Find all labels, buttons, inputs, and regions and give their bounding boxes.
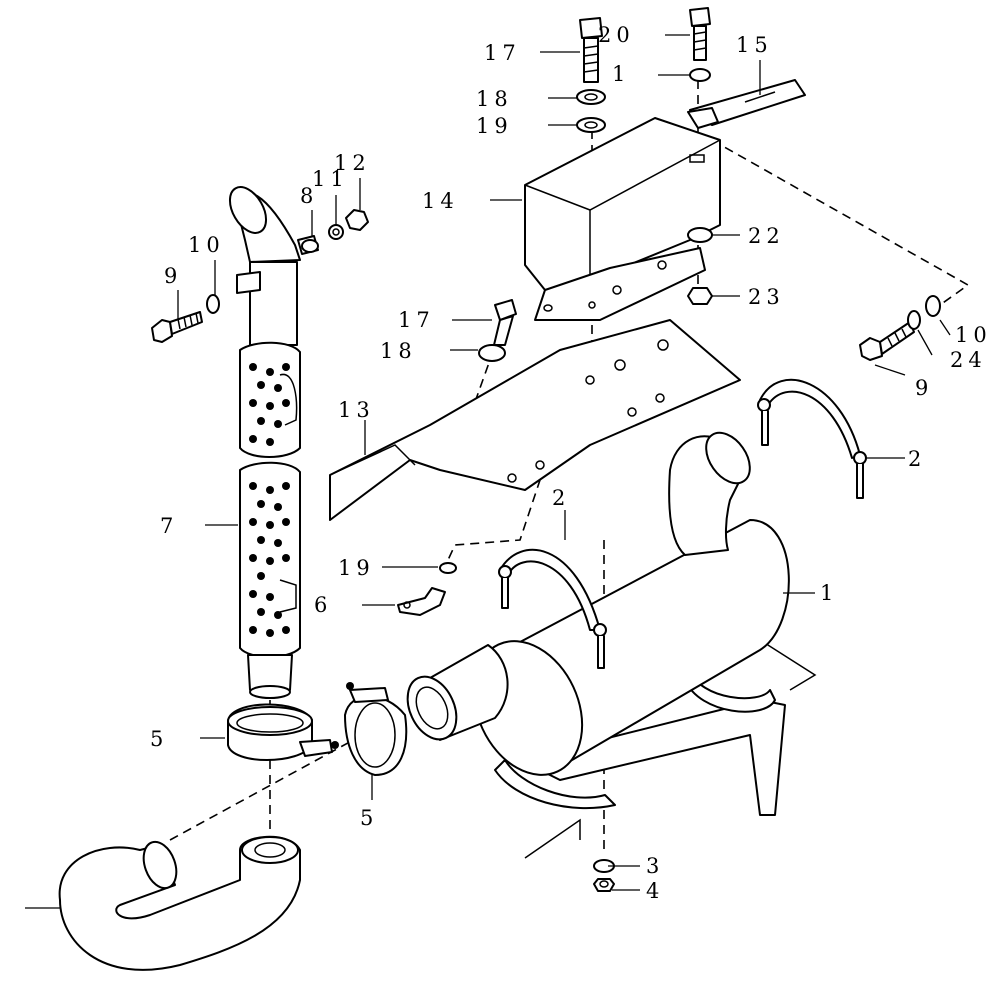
bolt-20 [689, 7, 711, 61]
clamp-lower-left [227, 703, 339, 761]
washer-22 [687, 227, 713, 243]
washer-10-right [925, 295, 941, 317]
muffler-strap-front [498, 548, 607, 669]
washer-18-top [576, 89, 606, 105]
leader-lines [25, 34, 951, 909]
label-2-rear: 2 [908, 447, 926, 471]
label-14: 14 [422, 189, 459, 213]
label-19-top: 19 [476, 114, 513, 138]
bracket-15 [687, 79, 806, 129]
label-12: 12 [334, 151, 371, 175]
bolt-17-top [579, 17, 603, 83]
washer-19-top [576, 117, 606, 133]
label-18-top: 18 [476, 87, 513, 111]
nut-23 [687, 287, 713, 305]
small-fasteners [151, 209, 369, 343]
washer-21 [689, 68, 711, 82]
muffler-strap-rear [757, 378, 867, 499]
bolt-17-lower [493, 299, 517, 346]
label-5-left: 5 [150, 727, 168, 751]
label-15: 15 [736, 33, 773, 57]
tail-pipe-guard [228, 186, 301, 699]
clamp-middle [344, 682, 408, 776]
exhaust-bend-pipe [58, 835, 301, 971]
washer-24 [907, 310, 921, 330]
label-17-lower: 17 [398, 308, 435, 332]
label-5-bottom: 5 [360, 806, 378, 830]
label-24: 24 [950, 348, 987, 372]
label-19-lower: 19 [338, 556, 375, 580]
label-2-front: 2 [552, 486, 570, 510]
label-7: 7 [160, 514, 178, 538]
label-10-right: 10 [955, 323, 992, 347]
label-23: 23 [748, 285, 785, 309]
washer-18-lower [478, 344, 506, 362]
label-3: 3 [646, 854, 664, 878]
label-11: 11 [312, 167, 349, 191]
bolt-9-right [859, 321, 915, 361]
small-bracket-6 [397, 562, 457, 616]
label-1: 1 [820, 581, 838, 605]
label-9-left: 9 [164, 264, 182, 288]
label-18-lower: 18 [380, 339, 417, 363]
heat-shield-plate-13 [329, 319, 741, 521]
part-labels: 1 2 2 3 4 5 5 6 7 8 9 9 10 10 11 1 12 13… [150, 23, 992, 903]
label-6: 6 [314, 593, 332, 617]
muffler [406, 431, 817, 859]
heat-shield-cover-14 [524, 117, 721, 321]
label-22: 22 [748, 224, 785, 248]
label-10-left: 10 [188, 233, 225, 257]
label-4: 4 [646, 879, 664, 903]
nut-4 [593, 878, 615, 892]
label-8: 8 [300, 184, 318, 208]
label-13: 13 [338, 398, 375, 422]
label-9-right: 9 [915, 376, 933, 400]
label-11-fragment: 1 [612, 62, 630, 86]
label-20: 20 [598, 23, 635, 47]
label-17-top: 17 [484, 41, 521, 65]
